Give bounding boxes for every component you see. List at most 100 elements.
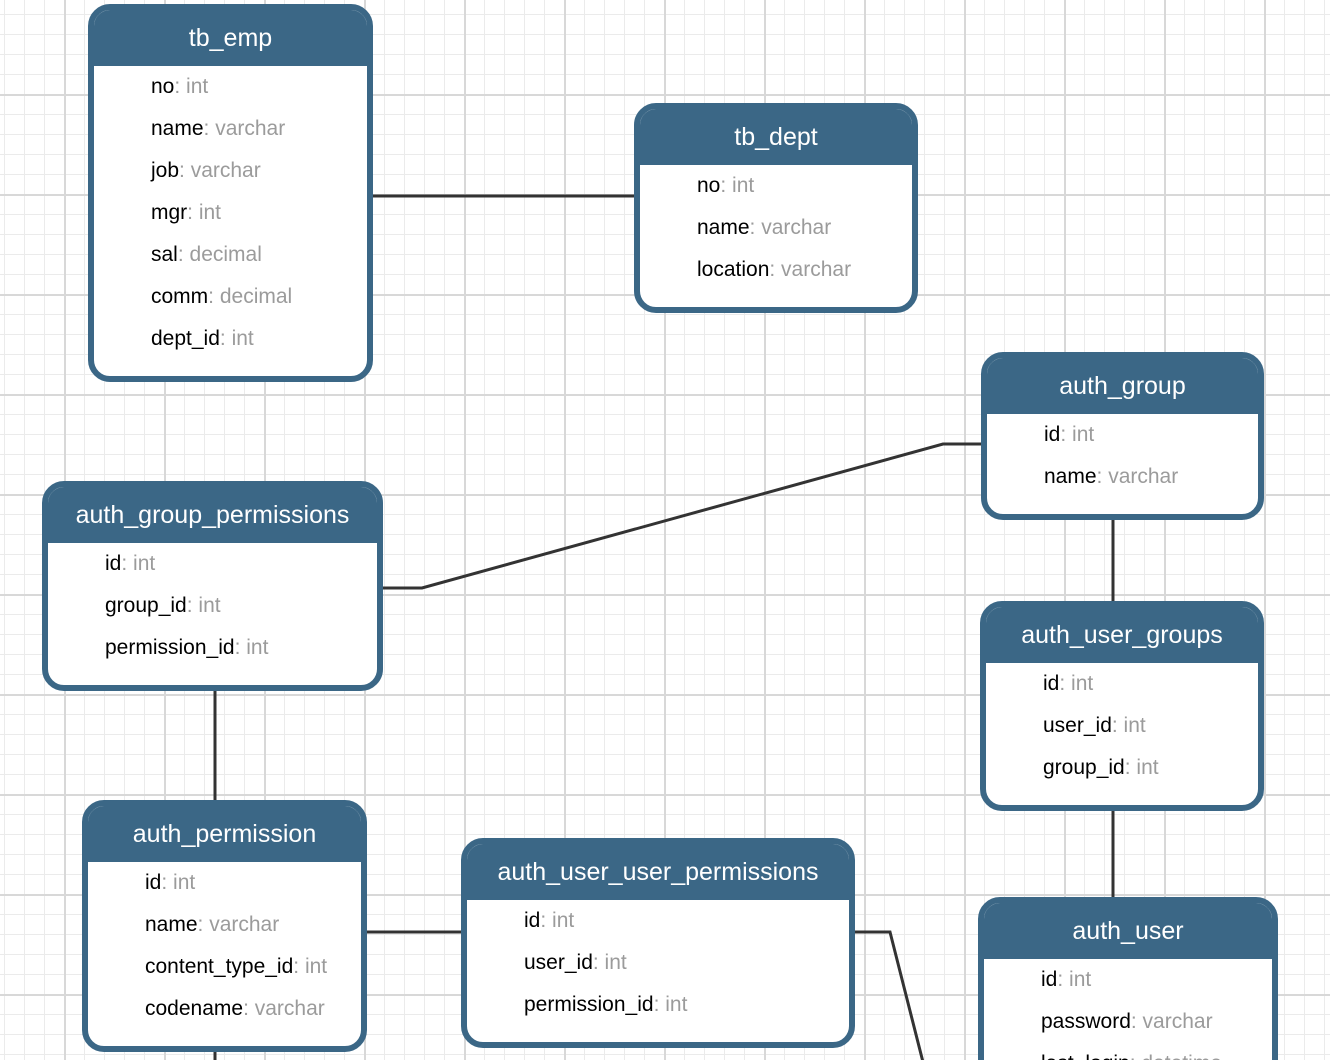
field-row: id: int [524,900,839,942]
field-type: : int [1057,968,1092,991]
entity-title: auth_group_permissions [48,487,377,543]
field-row: codename: varchar [145,988,351,1030]
field-name: id [1044,423,1061,446]
field-type: : varchar [243,997,325,1020]
field-row: user_id: int [1043,705,1248,747]
field-row: id: int [105,543,367,585]
field-name: permission_id [105,636,235,659]
field-name: user_id [524,951,593,974]
field-type: : int [540,909,575,932]
field-type: : int [186,594,221,617]
field-name: name [697,216,750,239]
field-name: comm [151,285,209,308]
field-type: : int [174,75,209,98]
field-row: job: varchar [151,150,357,192]
field-type: : varchar [769,258,852,281]
field-name: group_id [1043,756,1125,779]
field-type: : varchar [1130,1010,1213,1033]
field-row: group_id: int [1043,747,1248,789]
entity-title: tb_emp [94,10,367,66]
field-type: : int [1124,756,1159,779]
field-row: name: varchar [1044,456,1248,498]
field-row: password: varchar [1041,1001,1262,1043]
field-type: : int [161,871,196,894]
field-type: : int [1060,423,1095,446]
field-name: group_id [105,594,187,617]
field-row: id: int [1041,959,1262,1001]
field-name: job [151,159,180,182]
field-name: mgr [151,201,188,224]
field-row: last_login: datetime [1041,1043,1262,1060]
field-type: : int [592,951,627,974]
field-row: permission_id: int [524,984,839,1026]
field-type: : varchar [179,159,261,182]
field-row: content_type_id: int [145,946,351,988]
field-type: : int [720,174,755,197]
field-name: location [697,258,770,281]
field-name: name [145,913,198,936]
entity-title: auth_user_groups [986,607,1258,663]
relation-auth_group_permissions-auth_group [380,442,984,590]
entity-title: auth_user_user_permissions [467,844,849,900]
field-type: : int [187,201,222,224]
field-type: : varchar [203,117,286,140]
field-name: id [145,871,162,894]
field-row: name: varchar [151,108,357,150]
entity-title: tb_dept [640,109,912,165]
field-type: : int [293,955,328,978]
field-type: : int [234,636,269,659]
field-type: : decimal [177,243,262,266]
field-name: name [151,117,204,140]
field-row: user_id: int [524,942,839,984]
field-name: name [1044,465,1097,488]
entity-title: auth_permission [88,806,361,862]
field-type: : varchar [197,913,280,936]
field-name: id [524,909,541,932]
field-row: sal: decimal [151,234,357,276]
field-type: : int [1059,672,1094,695]
field-name: password [1041,1010,1131,1033]
field-row: no: int [151,66,357,108]
field-row: comm: decimal [151,276,357,318]
field-type: : datetime [1130,1052,1222,1060]
field-name: last_login [1041,1052,1130,1060]
entity-title: auth_group [987,358,1258,414]
field-name: permission_id [524,993,654,1016]
field-type: : int [1111,714,1146,737]
field-type: : int [219,327,254,350]
field-row: location: varchar [697,249,902,291]
field-name: dept_id [151,327,220,350]
field-row: no: int [697,165,902,207]
field-name: no [151,75,175,98]
relation-auth_user_user_permissions-auth_user [852,930,925,1060]
field-type: : varchar [1096,465,1179,488]
field-type: : decimal [208,285,293,308]
field-name: sal [151,243,178,266]
field-row: id: int [1043,663,1248,705]
field-name: codename [145,997,244,1020]
field-name: content_type_id [145,955,294,978]
field-row: name: varchar [145,904,351,946]
field-type: : varchar [749,216,832,239]
field-name: id [1041,968,1058,991]
field-row: mgr: int [151,192,357,234]
field-name: id [1043,672,1060,695]
field-row: name: varchar [697,207,902,249]
field-row: id: int [1044,414,1248,456]
field-row: permission_id: int [105,627,367,669]
